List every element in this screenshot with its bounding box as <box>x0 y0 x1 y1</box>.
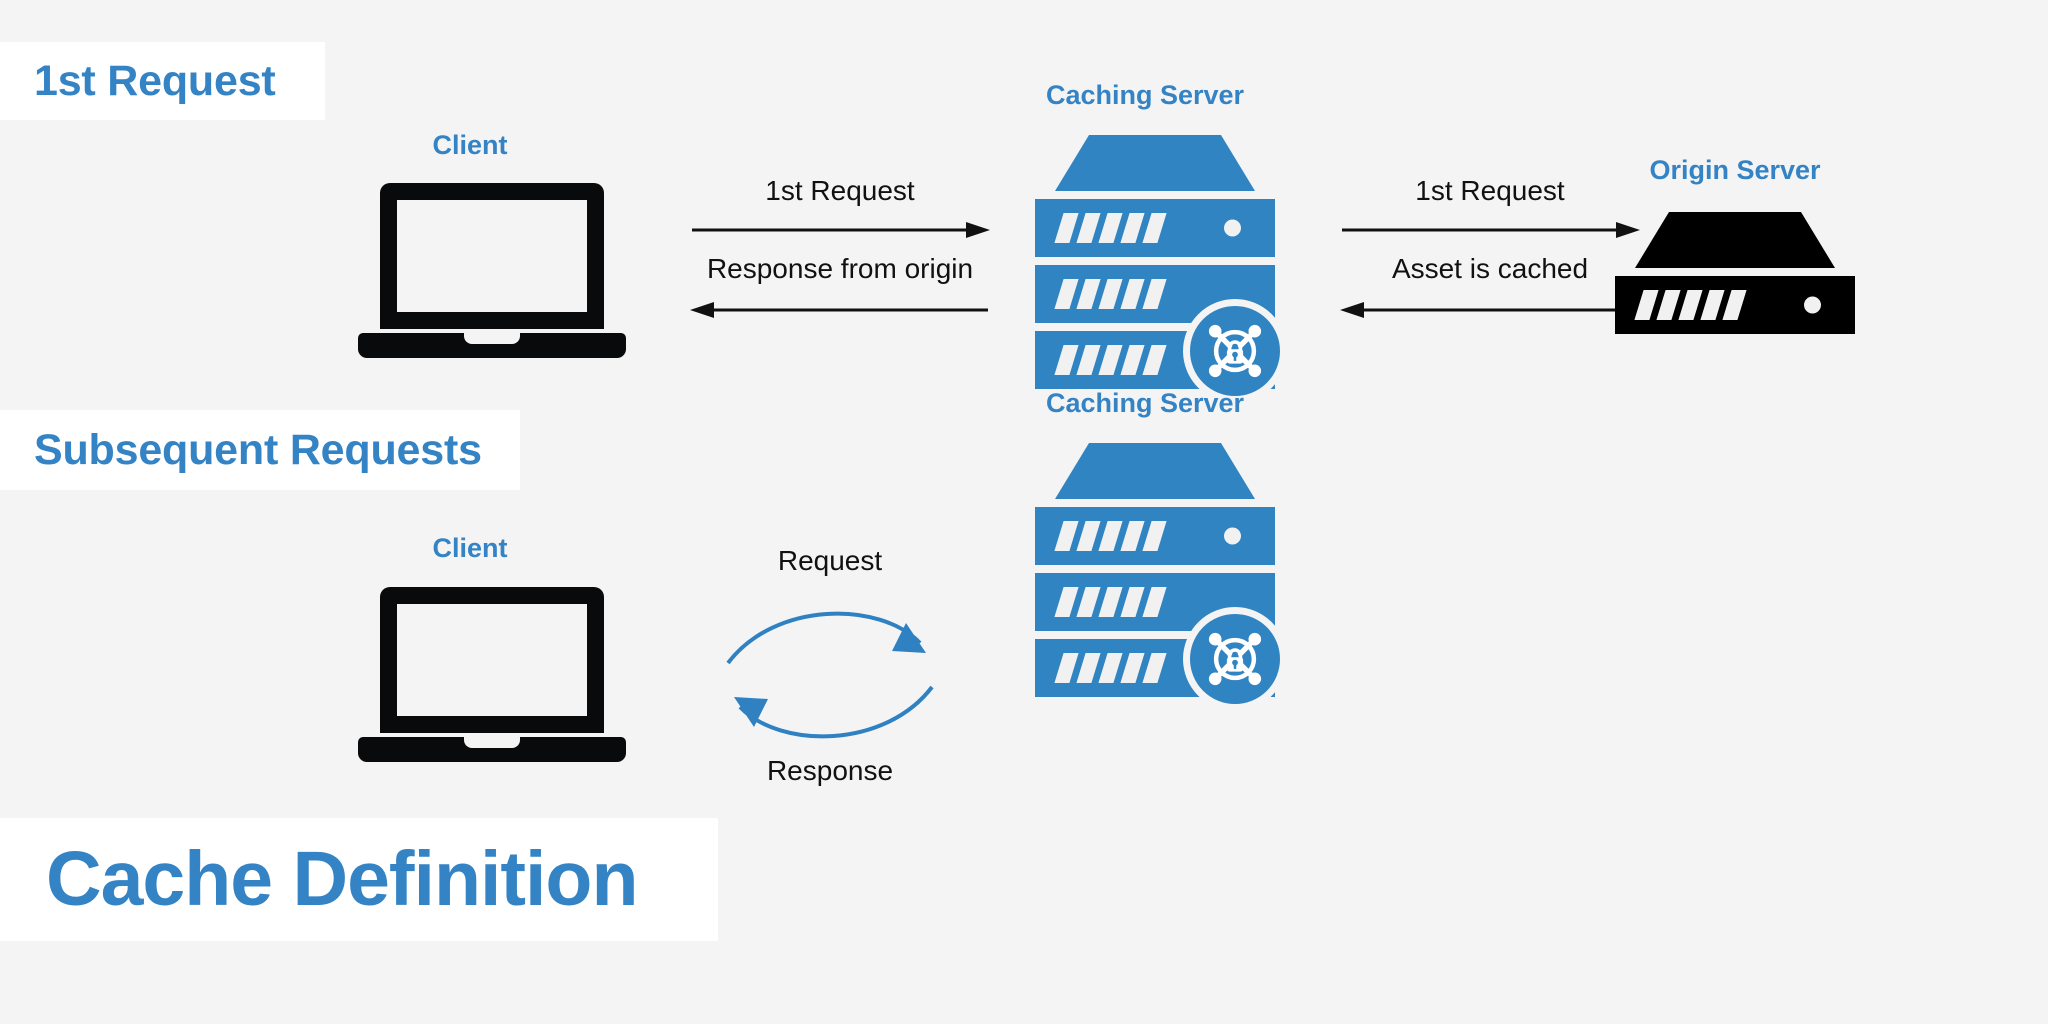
laptop-notch <box>464 333 520 344</box>
arrow-right-cache-to-origin <box>1340 220 1640 240</box>
section-title-subsequent-requests: Subsequent Requests <box>34 425 482 474</box>
section-banner-first-request: 1st Request <box>0 42 325 120</box>
rack-server-secure-icon-row2 <box>1035 443 1287 711</box>
node-label-caching-server-row2: Caching Server <box>1045 388 1245 418</box>
server-top-cap <box>1055 443 1255 499</box>
server-vent-slashes <box>1054 213 1167 243</box>
section-title-first-request: 1st Request <box>34 56 276 105</box>
node-label-client-row1: Client <box>432 130 508 160</box>
node-label-client-row2: Client <box>432 533 508 563</box>
security-lock-badge-icon <box>1183 299 1287 403</box>
server-led-indicator <box>1224 527 1241 545</box>
laptop-screen <box>397 200 587 312</box>
security-lock-badge-icon <box>1183 607 1287 711</box>
server-vent-slashes <box>1054 279 1167 309</box>
laptop-icon-client-row2 <box>358 587 626 762</box>
flow-client-cache-row2: Request Response <box>720 545 940 805</box>
flow-label-request: Request <box>777 545 883 576</box>
server-bay-1 <box>1615 276 1855 334</box>
flow-label-cache-to-client-response: Response from origin <box>706 253 974 284</box>
flow-client-cache-row1: 1st Request Response from origin <box>690 175 990 325</box>
flow-label-response: Response <box>766 755 894 786</box>
server-led-indicator <box>1224 219 1241 237</box>
node-label-caching-server-row1: Caching Server <box>1045 80 1245 110</box>
node-label-origin-server: Origin Server <box>1649 155 1821 185</box>
server-bay-1 <box>1035 507 1275 565</box>
server-led-indicator <box>1804 296 1821 314</box>
flow-label-client-to-cache-request: 1st Request <box>765 175 915 206</box>
section-banner-subsequent-requests: Subsequent Requests <box>0 410 520 490</box>
rack-server-icon-origin <box>1615 212 1855 334</box>
server-top-cap <box>1055 135 1255 191</box>
flow-cache-origin-row1: 1st Request Asset is cached <box>1340 175 1640 325</box>
laptop-icon-client-row1 <box>358 183 626 358</box>
server-bay-1 <box>1035 199 1275 257</box>
arrow-left-cache-to-client <box>690 300 990 320</box>
laptop-screen <box>397 604 587 716</box>
flow-label-cache-to-origin-request: 1st Request <box>1415 175 1565 206</box>
server-vent-slashes <box>1054 653 1167 683</box>
laptop-lid <box>380 587 604 733</box>
server-vent-slashes <box>1634 290 1747 320</box>
laptop-notch <box>464 737 520 748</box>
arrow-left-origin-to-cache <box>1340 300 1640 320</box>
server-vent-slashes <box>1054 587 1167 617</box>
server-top-cap <box>1635 212 1835 268</box>
arrow-right-client-to-cache <box>690 220 990 240</box>
section-banner-cache-definition: Cache Definition <box>0 818 718 941</box>
laptop-lid <box>380 183 604 329</box>
server-vent-slashes <box>1054 521 1167 551</box>
server-vent-slashes <box>1054 345 1167 375</box>
section-title-cache-definition: Cache Definition <box>46 836 639 922</box>
flow-label-origin-to-cache-cached: Asset is cached <box>1391 253 1589 284</box>
curved-arrows-icon <box>726 611 934 739</box>
rack-server-secure-icon-row1 <box>1035 135 1287 403</box>
